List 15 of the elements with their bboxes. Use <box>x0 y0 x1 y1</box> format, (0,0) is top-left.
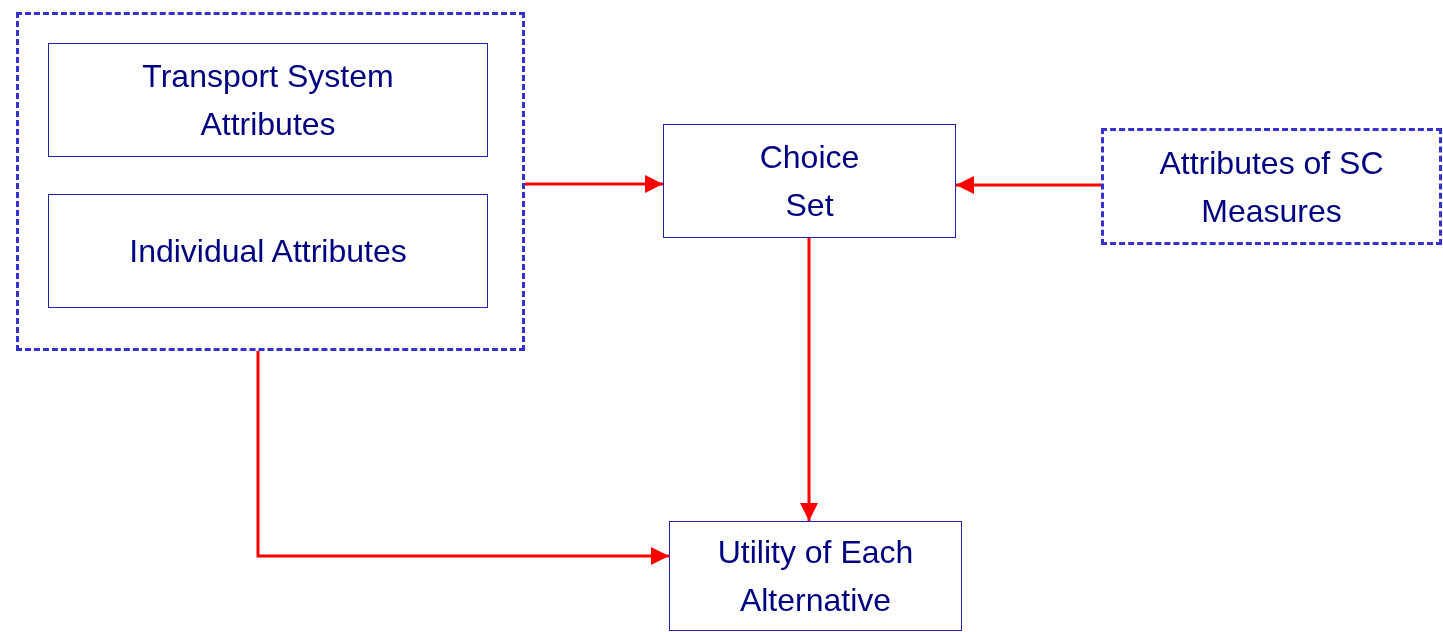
box-label: Attributes of SC Measures <box>1158 143 1385 231</box>
arrow <box>956 176 1101 194</box>
box-label: Transport System Attributes <box>141 57 395 144</box>
arrow <box>525 175 663 193</box>
process-box <box>1101 128 1442 245</box>
box-label: Utility of Each Alternative <box>716 533 915 620</box>
arrow <box>256 351 669 565</box>
process-box <box>48 194 488 308</box>
process-box <box>663 124 956 238</box>
group-box <box>16 12 525 351</box>
box-label: Choice Set <box>758 138 861 225</box>
process-box <box>48 43 488 157</box>
box-label: Individual Attributes <box>129 232 407 271</box>
process-box <box>669 521 962 631</box>
arrow <box>800 238 818 521</box>
